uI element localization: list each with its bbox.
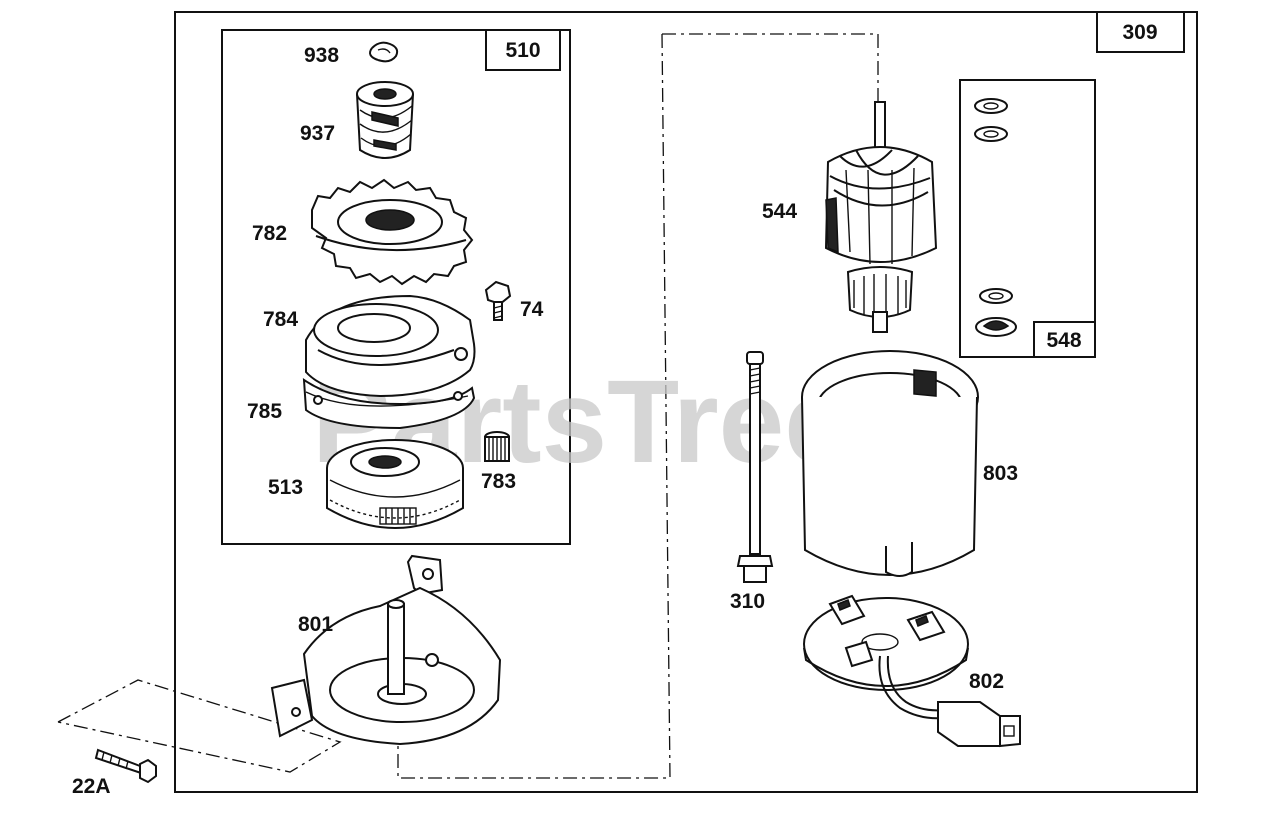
ring-gear-513 <box>326 439 464 529</box>
label-310: 310 <box>730 590 765 613</box>
motor-housing-803 <box>801 350 979 577</box>
drive-kit-number: 510 <box>505 39 540 62</box>
label-782: 782 <box>252 222 287 245</box>
gasket-785 <box>302 378 476 430</box>
label-783: 783 <box>481 470 516 493</box>
label-22a: 22A <box>72 775 111 798</box>
assembly-path-line <box>397 33 671 779</box>
label-74: 74 <box>520 298 544 321</box>
washer-set-548 <box>974 98 1017 337</box>
drive-kit-number-box <box>485 29 561 71</box>
washer-kit-number-box <box>1033 321 1096 358</box>
screw-74 <box>484 280 512 321</box>
pinion-gear-782 <box>311 178 474 286</box>
screw-path-line <box>57 679 342 773</box>
label-937: 937 <box>300 122 335 145</box>
brush-plate-802 <box>803 594 1021 748</box>
retaining-ring-938 <box>369 41 399 63</box>
assembly-frame <box>174 11 1198 793</box>
washer-kit-frame <box>959 79 1096 358</box>
armature-544 <box>824 101 938 333</box>
drive-housing-784 <box>305 294 476 398</box>
label-802: 802 <box>969 670 1004 693</box>
label-784: 784 <box>263 308 298 331</box>
label-544: 544 <box>762 200 797 223</box>
assembly-number-box <box>1096 11 1185 53</box>
label-801: 801 <box>298 613 333 636</box>
screw-22a <box>94 748 157 784</box>
label-513: 513 <box>268 476 303 499</box>
drive-spring-937 <box>356 81 414 159</box>
assembly-number: 309 <box>1122 21 1157 44</box>
label-785: 785 <box>247 400 282 423</box>
through-bolt-310 <box>736 351 774 583</box>
washer-kit-number: 548 <box>1046 329 1081 352</box>
assembly-path-line <box>662 33 879 108</box>
label-938: 938 <box>304 44 339 67</box>
pinion-783 <box>484 431 510 462</box>
drive-kit-frame <box>221 29 571 545</box>
end-cap-801 <box>270 554 502 746</box>
label-803: 803 <box>983 462 1018 485</box>
